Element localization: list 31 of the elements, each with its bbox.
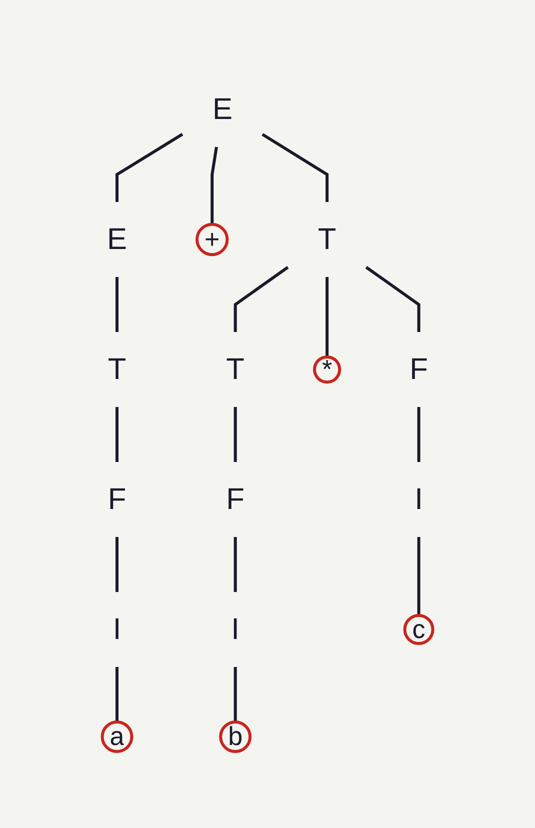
connector [417, 406, 420, 462]
connector [210, 146, 218, 224]
node-circle: c [403, 614, 434, 645]
node-text: F [226, 482, 245, 516]
node-text: F [108, 482, 126, 516]
node-text: T [226, 352, 245, 386]
node-circle: * [313, 355, 342, 384]
node-text: T [318, 222, 336, 256]
node-text: E [212, 92, 232, 126]
connector [234, 536, 237, 592]
connector [262, 132, 329, 202]
node-text: I [414, 482, 423, 516]
node-circle: b [219, 720, 252, 753]
node-text: F [410, 352, 428, 386]
connector [365, 266, 420, 332]
connector [116, 666, 119, 722]
connector [116, 276, 119, 332]
connector [234, 266, 289, 332]
connector [326, 276, 329, 357]
node-text: T [108, 352, 126, 386]
connector [417, 536, 420, 616]
connector [116, 536, 119, 592]
node-text: I [231, 612, 240, 646]
node-text: E [107, 222, 128, 256]
connector [234, 666, 237, 722]
connector [234, 406, 237, 462]
connector [116, 406, 119, 462]
node-text: I [112, 612, 122, 646]
connector [116, 132, 184, 202]
node-circle: a [100, 720, 134, 753]
node-circle: + [196, 222, 229, 256]
